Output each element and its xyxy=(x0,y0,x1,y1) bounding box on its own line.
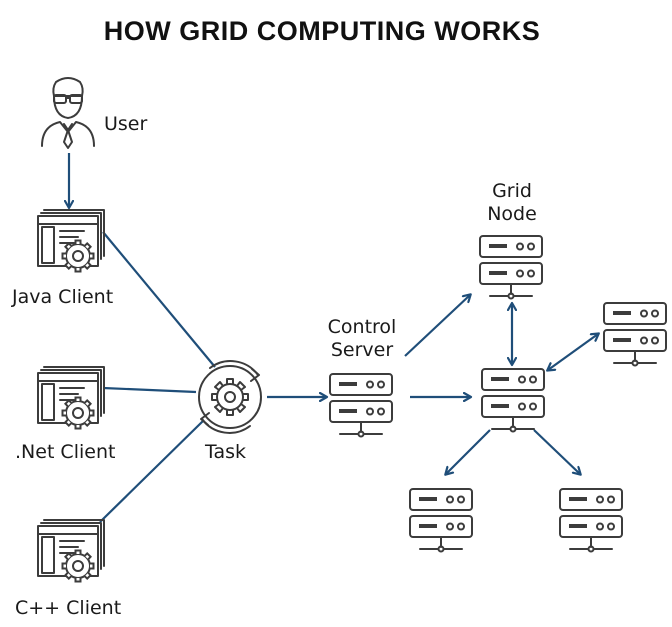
net-client-icon xyxy=(37,366,105,430)
control-server-icon xyxy=(329,373,393,438)
cpp-to-task-line xyxy=(99,419,205,523)
hub-to-bottom-left-arrow xyxy=(446,429,491,474)
cpp-client-label: C++ Client xyxy=(15,597,122,619)
hub-to-bottom-right-arrow xyxy=(533,429,580,474)
grid-node-label-line2: Node xyxy=(487,202,537,225)
hub-right-node-link xyxy=(548,334,598,370)
net-client-label: .Net Client xyxy=(15,441,116,463)
grid-node-icon xyxy=(479,235,543,300)
java-to-task-line xyxy=(102,231,216,368)
bottom-left-server-icon xyxy=(409,488,473,553)
page-title: HOW GRID COMPUTING WORKS xyxy=(103,16,541,46)
java-client-label: Java Client xyxy=(12,286,114,308)
net-to-task-line xyxy=(102,386,197,394)
java-client-icon xyxy=(37,209,105,273)
right-node-server-icon xyxy=(603,302,667,367)
control-server-label: Control Server xyxy=(312,316,412,362)
grid-node-label-line1: Grid xyxy=(492,180,532,202)
user-icon xyxy=(41,77,95,149)
bottom-right-server-icon xyxy=(559,488,623,553)
task-label: Task xyxy=(205,441,247,463)
task-gear-icon xyxy=(198,360,262,434)
hub-server-icon xyxy=(481,368,545,433)
cpp-client-icon xyxy=(37,519,105,583)
user-label: User xyxy=(104,113,148,135)
grid-node-label: Grid Node xyxy=(472,180,552,226)
server-to-gridnode-arrow xyxy=(404,295,470,357)
control-server-label-line2: Server xyxy=(330,338,394,361)
connectors xyxy=(69,153,598,523)
control-server-label-line1: Control xyxy=(327,316,397,338)
